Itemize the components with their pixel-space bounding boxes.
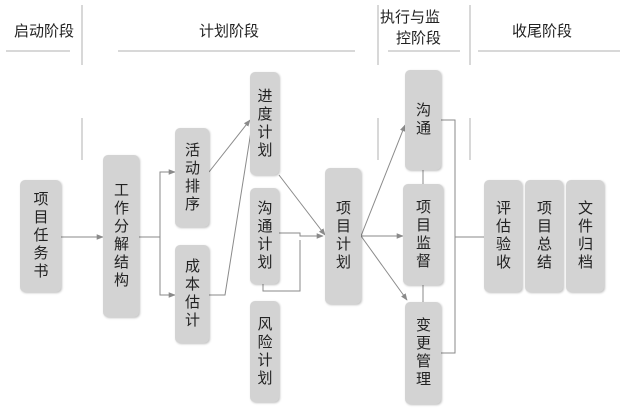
node-charter: 项目任务书 (20, 180, 61, 292)
node-communication-plan-label: 沟通计划 (255, 200, 274, 272)
node-project-summary-label: 项目总结 (535, 200, 553, 272)
node-schedule-plan: 进度计划 (250, 72, 279, 175)
arrow-projectplan-to-communication (360, 124, 406, 237)
node-cost-estimating-label: 成本估计 (183, 258, 201, 330)
node-activity-sequencing: 活动排序 (175, 128, 209, 227)
node-cost-estimating: 成本估计 (175, 245, 209, 343)
node-evaluation: 评估验收 (484, 180, 522, 292)
connector-risk-to-projectplan (262, 240, 301, 292)
node-change-management: 变更管理 (405, 302, 441, 404)
phase-execution-line2: 控阶段 (396, 29, 442, 47)
phase-closing: 收尾阶段 (512, 22, 573, 40)
node-project-summary: 项目总结 (525, 180, 563, 292)
node-wbs: 工作分解结构 (103, 155, 139, 317)
node-monitoring: 项目监督 (403, 184, 443, 285)
node-project-plan-label: 项目计划 (334, 200, 352, 272)
arrow-activity-to-schedule (208, 119, 251, 173)
node-change-management-label: 变更管理 (414, 317, 432, 389)
node-monitoring-label: 项目监督 (414, 198, 432, 271)
node-charter-label: 项目任务书 (31, 191, 50, 281)
arrow-schedule-to-projectplan (278, 174, 326, 236)
node-project-plan: 项目计划 (325, 168, 361, 304)
connector-cost-to-schedule (209, 124, 253, 296)
node-risk-plan-label: 风险计划 (255, 315, 274, 388)
bracket-execution-to-closing (441, 119, 456, 354)
node-schedule-plan-label: 进度计划 (255, 87, 274, 160)
node-risk-plan: 风险计划 (250, 301, 279, 402)
node-communication: 沟通 (405, 70, 441, 170)
node-communication-label: 沟通 (414, 102, 432, 138)
node-evaluation-label: 评估验收 (494, 200, 512, 272)
arrow-projectplan-to-change (360, 235, 408, 301)
phase-execution-line1: 执行与监 (380, 8, 441, 26)
arrow-communication-plan-to-projectplan (279, 232, 324, 239)
node-activity-sequencing-label: 活动排序 (183, 141, 201, 214)
phase-planning: 计划阶段 (199, 22, 260, 40)
arrow-wbs-to-activity (139, 169, 176, 238)
phase-initiation: 启动阶段 (14, 22, 75, 40)
node-document-archiving: 文件归档 (566, 180, 604, 292)
node-wbs-label: 工作分解结构 (112, 182, 130, 290)
node-document-archiving-label: 文件归档 (576, 200, 594, 272)
node-communication-plan: 沟通计划 (250, 188, 279, 284)
arrow-wbs-to-cost (159, 237, 176, 298)
